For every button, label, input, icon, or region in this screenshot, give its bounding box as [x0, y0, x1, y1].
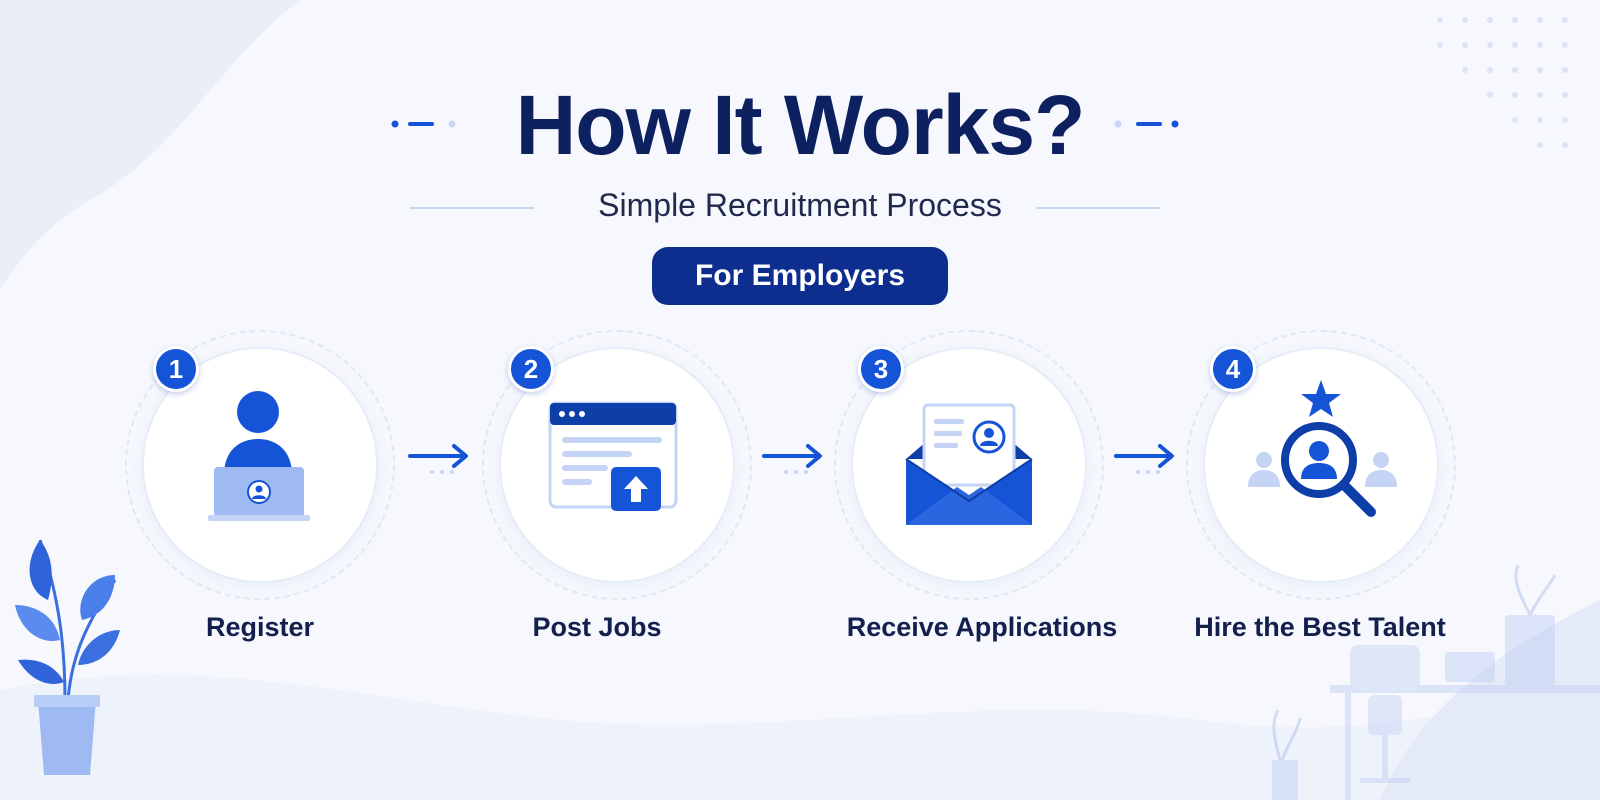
title-decoration-left	[391, 120, 456, 128]
subtitle-divider-right	[1036, 207, 1160, 209]
envelope-resume-icon	[905, 403, 1033, 525]
arrow-right-icon	[1114, 444, 1174, 474]
step-post-jobs: 2	[482, 330, 752, 600]
step-number: 2	[508, 346, 554, 392]
magnifier-candidate-icon	[1248, 380, 1397, 517]
title-decoration-right	[1114, 120, 1179, 128]
step-label: Hire the Best Talent	[1194, 612, 1446, 642]
arrow-right-icon	[408, 444, 468, 474]
step-label: Receive Applications	[846, 612, 1118, 642]
title-row: How It Works?	[0, 80, 1600, 170]
audience-badge: For Employers	[652, 247, 948, 305]
plant-illustration	[15, 539, 120, 775]
step-label: Post Jobs	[532, 612, 662, 642]
step-label: Register	[205, 612, 315, 642]
step-number: 1	[153, 346, 199, 392]
subtitle-divider-left	[410, 207, 534, 209]
user-laptop-icon	[208, 391, 310, 521]
arrow-right-icon	[762, 444, 822, 474]
step-register: 1	[125, 330, 395, 600]
page-subtitle: Simple Recruitment Process	[598, 186, 1002, 223]
step-hire-best-talent: 4	[1186, 330, 1456, 600]
subtitle-row: Simple Recruitment Process	[0, 185, 1600, 225]
step-number: 3	[858, 346, 904, 392]
page-title: How It Works?	[515, 78, 1086, 172]
office-illustration	[1272, 564, 1600, 800]
step-receive-applications: 3	[834, 330, 1104, 600]
browser-upload-icon	[548, 401, 678, 511]
step-number: 4	[1210, 346, 1256, 392]
